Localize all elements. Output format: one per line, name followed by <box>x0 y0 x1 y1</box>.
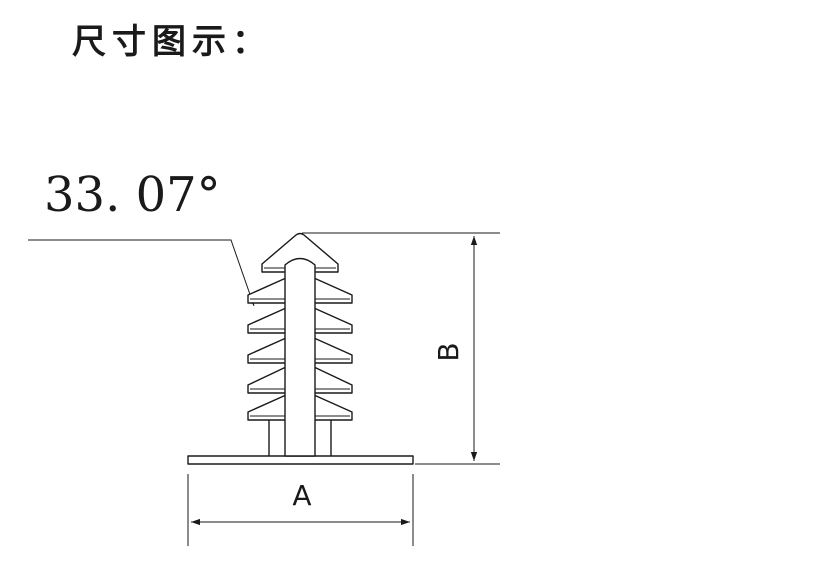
angle-label: 33. 07° <box>44 167 221 223</box>
angle-leader-line <box>28 239 255 307</box>
base-plate <box>187 455 414 465</box>
page-title: 尺寸图示： <box>72 22 272 62</box>
dimension-a-label: A <box>292 479 311 512</box>
dimension-a: A <box>187 474 414 546</box>
push-rivet-clip <box>187 232 414 465</box>
center-pin <box>284 257 316 457</box>
dimension-b-label: B <box>432 342 465 361</box>
dimension-b: B <box>302 232 500 465</box>
